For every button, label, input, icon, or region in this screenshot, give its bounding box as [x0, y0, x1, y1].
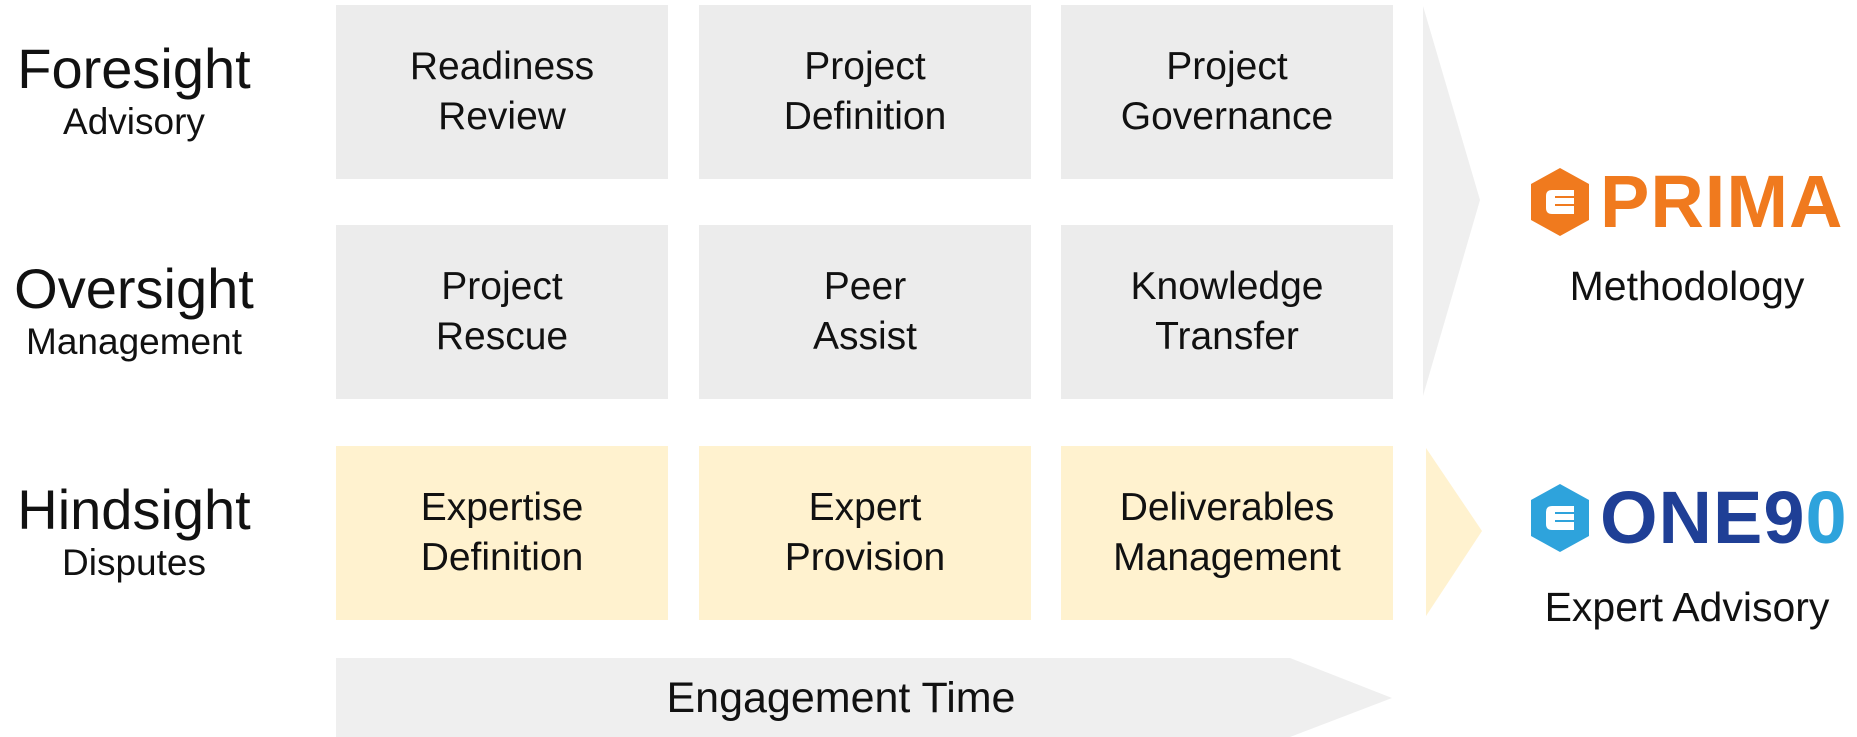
cell-line-2: Management [1113, 536, 1341, 579]
cell-line-1: Deliverables [1119, 486, 1335, 529]
e-hexagon-icon [1531, 168, 1589, 236]
row-title: Hindsight [17, 478, 251, 541]
e-hexagon-icon [1531, 484, 1589, 552]
cell-line-2: Review [438, 95, 566, 138]
cell-line-2: Transfer [1155, 315, 1299, 358]
prima-logo-text: PRIMA [1600, 160, 1844, 243]
cell-line-1: Project [441, 265, 563, 308]
row-label-oversight: Oversight Management [0, 258, 268, 364]
cell-line-1: Readiness [409, 45, 595, 88]
cell-line-1: Project [804, 45, 926, 88]
one90-logo-text-main: ONE9 [1600, 476, 1806, 559]
engagement-time-arrow [336, 658, 1392, 737]
one90-logo: ONE90 [1528, 478, 1848, 558]
cell-line-1: Peer [823, 265, 907, 308]
cell-line-2: Provision [784, 536, 946, 579]
row-subtitle: Management [26, 321, 242, 362]
cell-line-1: Expert [808, 486, 922, 529]
cell-line-1: Expertise [420, 486, 584, 529]
one90-logo-text-accent: 0 [1805, 476, 1848, 559]
engagement-time-label: Engagement Time [666, 674, 1016, 722]
grey-chevron-arrow [1423, 6, 1480, 396]
row-title: Oversight [14, 257, 254, 320]
yellow-chevron-arrow [1426, 448, 1482, 616]
cell-line-1: Knowledge [1130, 265, 1324, 308]
cell-line-2: Definition [420, 536, 584, 579]
cell-line-1: Project [1166, 45, 1288, 88]
row-subtitle: Disputes [62, 542, 206, 583]
prima-logo: PRIMA [1528, 162, 1843, 242]
cell-line-2: Governance [1120, 95, 1334, 138]
cell-line-2: Rescue [435, 315, 569, 358]
cell-line-2: Definition [783, 95, 947, 138]
prima-caption: Methodology [1569, 263, 1805, 309]
row-label-foresight: Foresight Advisory [0, 38, 268, 144]
row-label-hindsight: Hindsight Disputes [0, 479, 268, 585]
one90-logo-text: ONE90 [1600, 481, 1848, 555]
row-title: Foresight [17, 37, 251, 100]
row-subtitle: Advisory [63, 101, 205, 142]
cell-line-2: Assist [812, 315, 917, 358]
one90-caption: Expert Advisory [1544, 584, 1830, 630]
